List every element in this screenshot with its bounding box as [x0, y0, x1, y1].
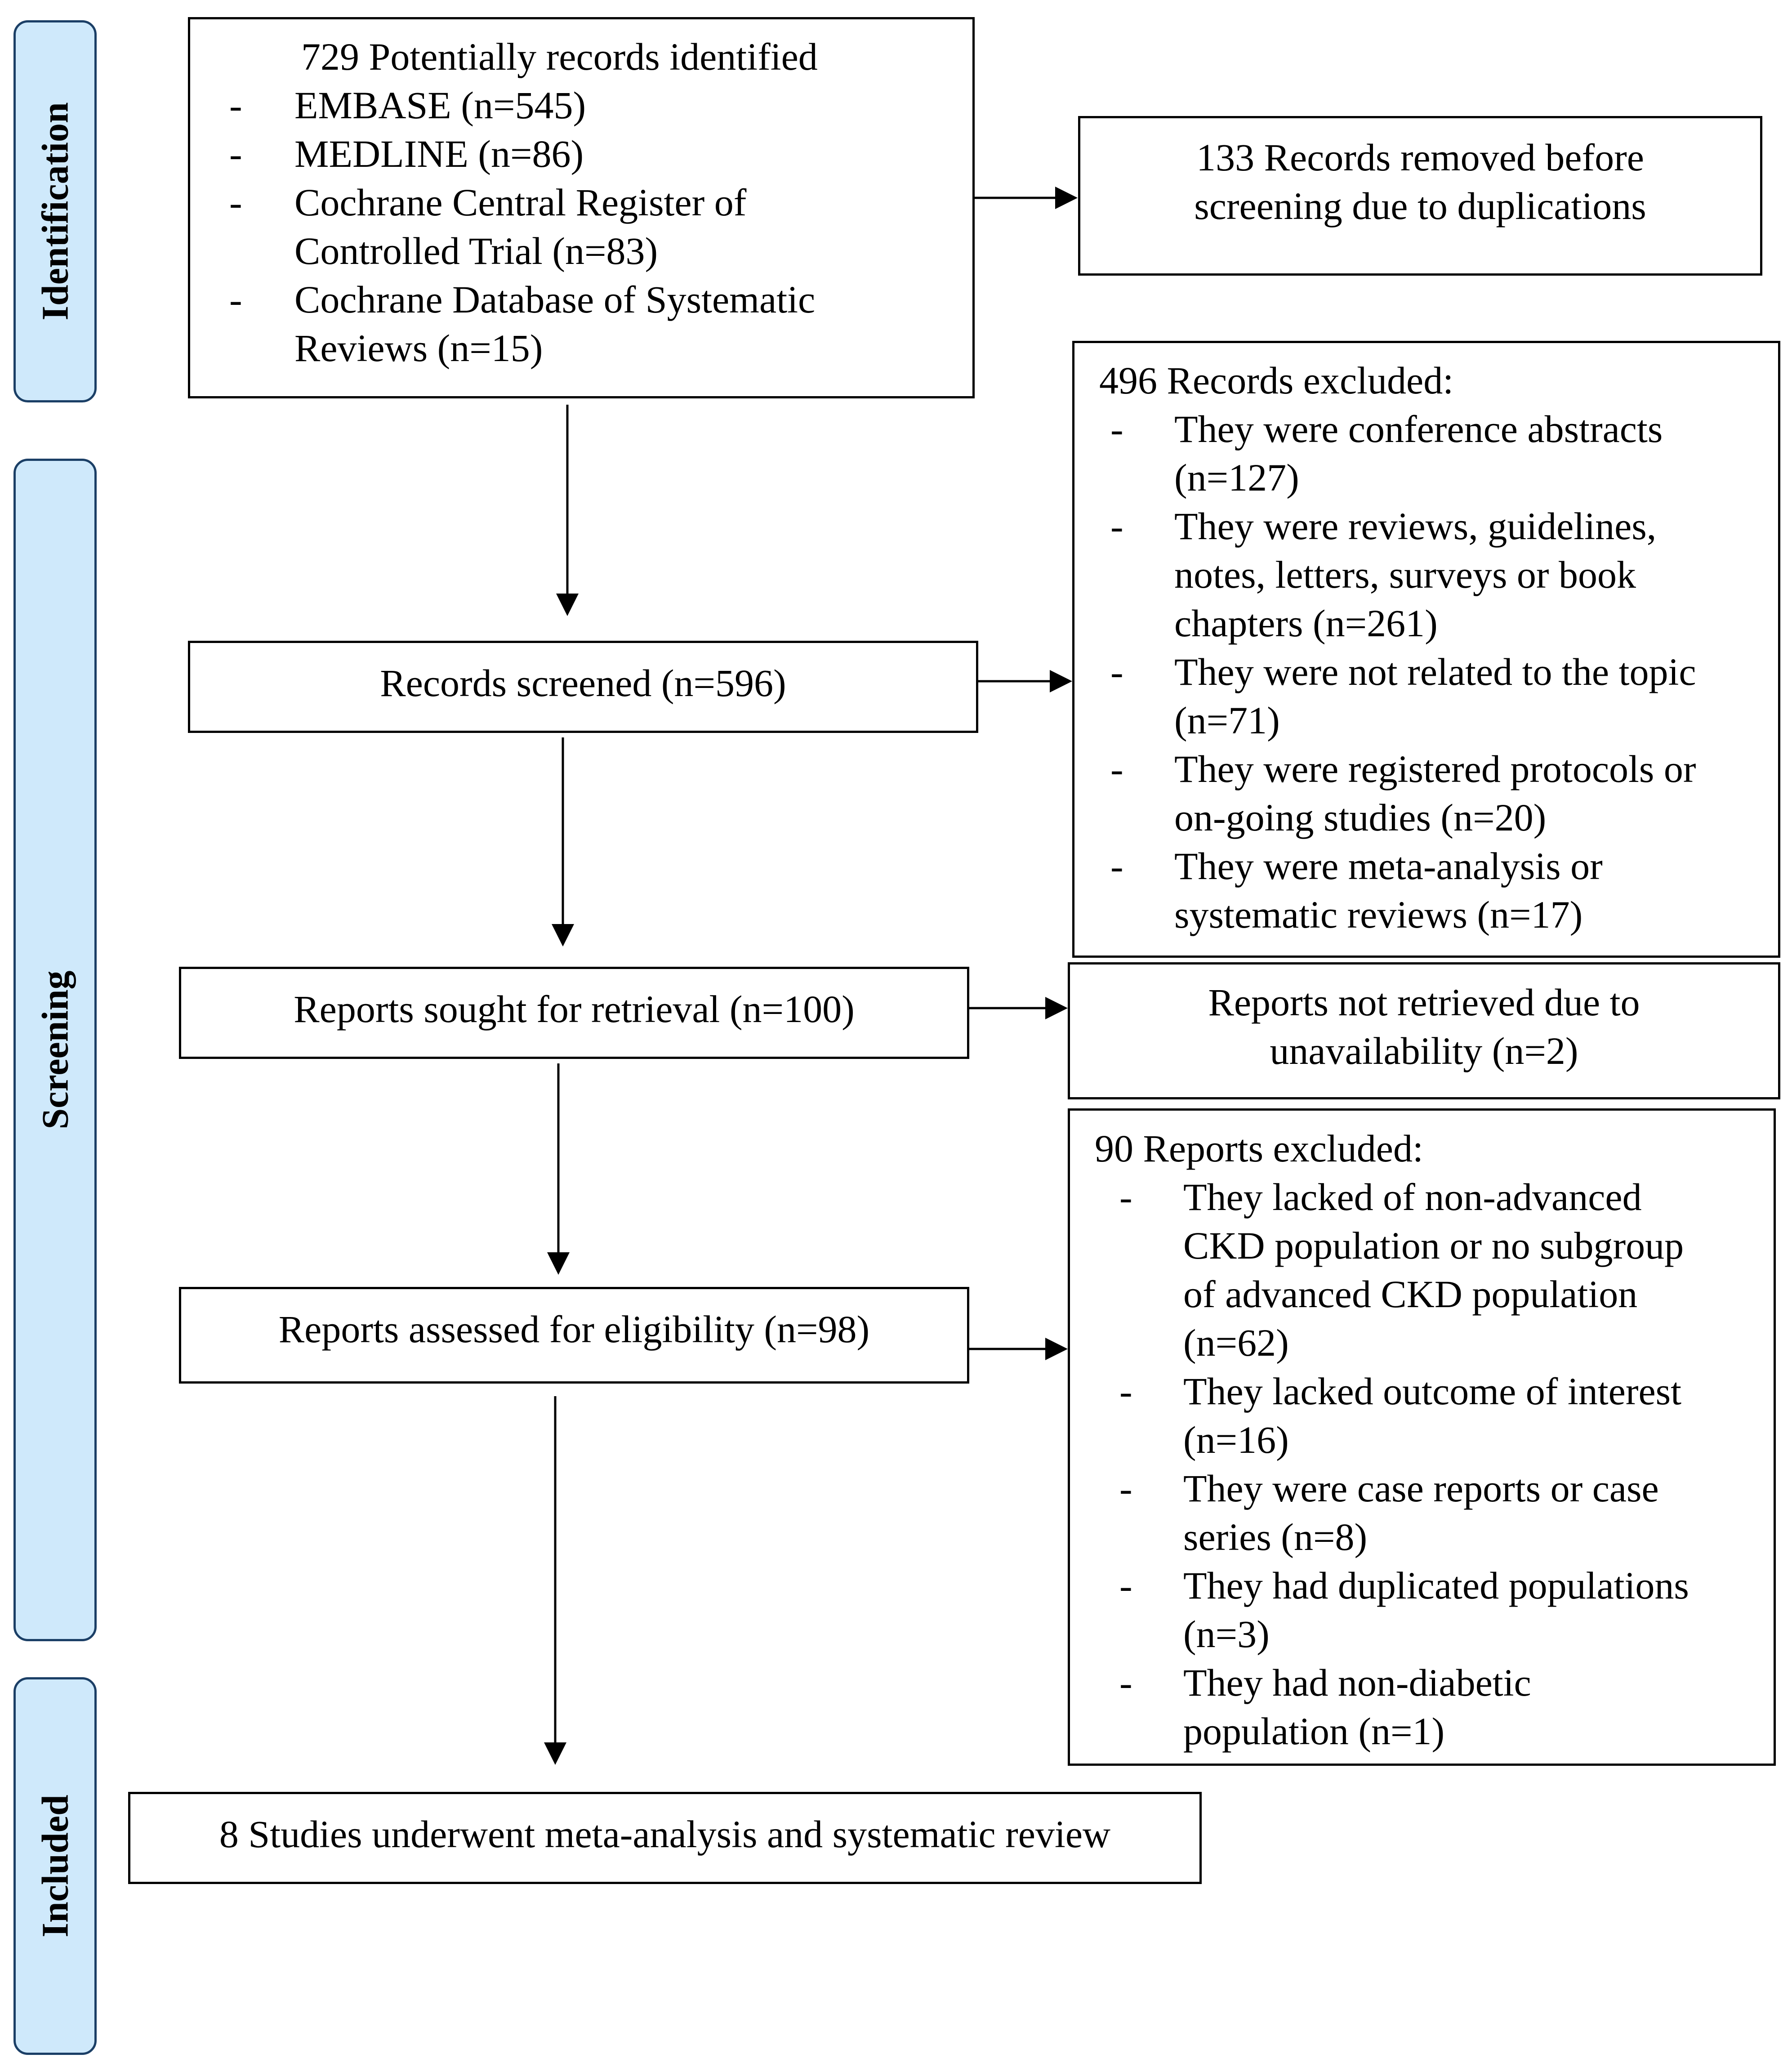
bullet-dash: - — [1110, 844, 1123, 888]
reports-excluded-line: of advanced CKD population — [1183, 1273, 1638, 1316]
duplicates-removed-line2: screening due to duplications — [1194, 184, 1646, 228]
records-excluded-line: on-going studies (n=20) — [1174, 796, 1547, 839]
records-identified-box — [188, 17, 975, 398]
duplicates-removed-line1: 133 Records removed before — [1196, 136, 1644, 179]
bullet-dash: - — [1110, 407, 1123, 451]
included-studies-box — [128, 1792, 1202, 1884]
bullet-dash: - — [1119, 1661, 1132, 1704]
records-screened-box — [188, 641, 978, 733]
records-excluded-line: systematic reviews (n=17) — [1174, 893, 1583, 936]
records-excluded-line: They were meta-analysis or — [1174, 844, 1603, 888]
not-retrieved-box — [1068, 962, 1780, 1099]
reports-excluded-line: (n=62) — [1183, 1321, 1289, 1364]
reports-excluded-line: (n=3) — [1183, 1612, 1270, 1656]
bullet-dash: - — [1110, 650, 1123, 693]
reports-excluded-box — [1068, 1108, 1776, 1766]
reports-excluded-line: They were case reports or case — [1183, 1467, 1659, 1510]
reports-excluded-line: They had non-diabetic — [1183, 1661, 1531, 1704]
reports-excluded-line: (n=16) — [1183, 1418, 1289, 1461]
reports-excluded-line: They had duplicated populations — [1183, 1564, 1689, 1607]
reports-excluded-line: They lacked of non-advanced — [1183, 1175, 1642, 1219]
reports-excluded-line: CKD population or no subgroup — [1183, 1224, 1684, 1267]
records-excluded-line: They were not related to the topic — [1174, 650, 1696, 693]
reports-assessed-box — [179, 1287, 969, 1384]
records-excluded-box — [1072, 341, 1780, 958]
records-excluded-line: chapters (n=261) — [1174, 602, 1438, 645]
bullet-dash: - — [1119, 1467, 1132, 1510]
records-identified-title: 729 Potentially records identified — [301, 35, 818, 78]
reports-sought-box — [179, 967, 969, 1059]
reports-excluded-line: They lacked outcome of interest — [1183, 1370, 1682, 1413]
not-retrieved-line2: unavailability (n=2) — [1270, 1029, 1578, 1072]
records-screened-label: Records screened (n=596) — [380, 661, 786, 705]
bullet-dash: - — [229, 84, 242, 127]
bullet-dash: - — [229, 132, 242, 175]
identified-item-cdsr-cont: Reviews (n=15) — [294, 326, 543, 370]
bullet-dash: - — [229, 278, 242, 321]
phase-included: Included — [13, 1677, 97, 2055]
identified-item-cdsr: Cochrane Database of Systematic — [294, 278, 816, 321]
reports-excluded-line: series (n=8) — [1183, 1515, 1368, 1558]
records-excluded-line: They were conference abstracts — [1174, 407, 1663, 451]
identified-item-embase: EMBASE (n=545) — [294, 84, 586, 127]
records-excluded-line: (n=127) — [1174, 456, 1299, 499]
included-studies-label: 8 Studies underwent meta-analysis and sy… — [219, 1813, 1111, 1856]
reports-assessed-label: Reports assessed for eligibility (n=98) — [278, 1308, 870, 1351]
records-excluded-line: They were registered protocols or — [1174, 747, 1696, 790]
bullet-dash: - — [1119, 1175, 1132, 1219]
records-excluded-line: They were reviews, guidelines, — [1174, 505, 1657, 548]
reports-sought-label: Reports sought for retrieval (n=100) — [294, 987, 855, 1031]
bullet-dash: - — [1119, 1370, 1132, 1413]
bullet-dash: - — [1119, 1564, 1132, 1607]
identified-item-central-cont: Controlled Trial (n=83) — [294, 229, 658, 272]
records-excluded-line: (n=71) — [1174, 699, 1280, 742]
reports-excluded-line: population (n=1) — [1183, 1710, 1445, 1753]
records-excluded-title: 496 Records excluded: — [1099, 359, 1454, 402]
bullet-dash: - — [1110, 747, 1123, 790]
identified-item-central: Cochrane Central Register of — [294, 181, 747, 224]
reports-excluded-title: 90 Reports excluded: — [1095, 1127, 1423, 1170]
not-retrieved-line1: Reports not retrieved due to — [1208, 981, 1640, 1024]
phase-screening: Screening — [13, 459, 97, 1641]
phase-identification: Identification — [13, 20, 97, 402]
identified-item-medline: MEDLINE (n=86) — [294, 132, 584, 175]
bullet-dash: - — [1110, 505, 1123, 548]
records-excluded-line: notes, letters, surveys or book — [1174, 553, 1636, 596]
bullet-dash: - — [229, 181, 242, 224]
duplicates-removed-box — [1078, 116, 1762, 276]
